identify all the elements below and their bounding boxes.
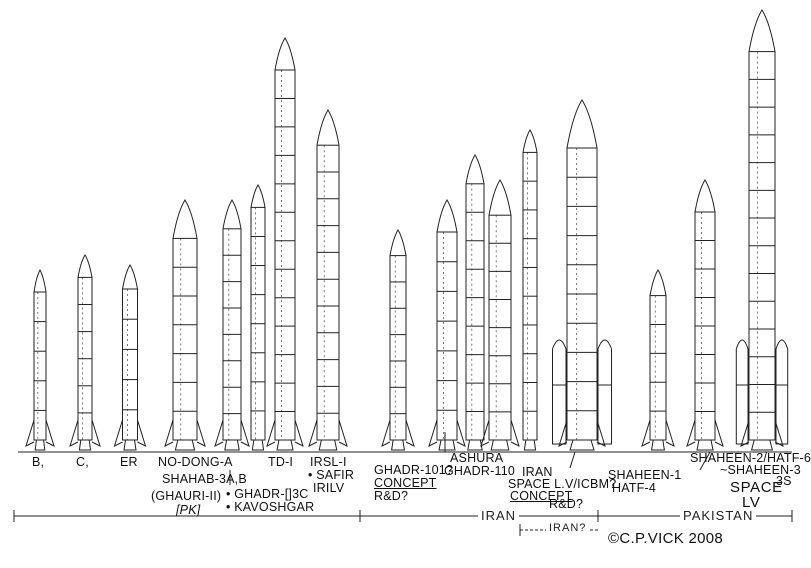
label-ghadr101: GHADR-101?	[374, 463, 454, 477]
label-ghadr-3c: • GHADR-[]3C	[226, 487, 309, 501]
label-lv: LV	[742, 494, 761, 511]
label-iran-space: IRAN	[522, 465, 553, 479]
rocket-no-dong	[164, 199, 206, 451]
rocket-shaheen2	[686, 179, 724, 451]
label-irilv: IRILV	[313, 481, 345, 495]
label-shaheen1: SHAHEEN-1	[608, 468, 682, 482]
rocket-ghadr-3c	[250, 184, 266, 451]
rocket-pakistan-space-lv	[735, 9, 789, 451]
label-irsl1: IRSL-I	[310, 455, 347, 469]
rocket-shaheen1	[641, 269, 675, 451]
copyright-note: ©C.P.VICK 2008	[608, 530, 724, 547]
region-iran: IRAN	[478, 508, 520, 523]
label-shahab: SHAHAB-3A,B	[162, 472, 247, 486]
rocket-ashura	[428, 199, 466, 451]
label-rd-1: R&D?	[374, 489, 409, 503]
label-safir: • SAFIR	[308, 468, 355, 482]
label-concept-1: CONCEPT	[374, 476, 437, 490]
label-kavoshgar: • KAVOSHGAR	[226, 500, 315, 514]
label-c: C,	[76, 455, 89, 469]
rocket-ashura-upper	[465, 154, 485, 451]
rocket-b	[25, 268, 55, 451]
label-shaheen2: SHAHEEN-2/HATF-6	[690, 451, 811, 465]
rocket-er	[113, 264, 147, 451]
rocket-ghadr110	[480, 179, 520, 451]
label-pk: [PK]	[176, 503, 201, 517]
label-hatf4: HATF-4	[612, 481, 657, 495]
label-er: ER	[120, 455, 138, 469]
label-3s: 3S	[776, 474, 792, 488]
label-ghadr110: GHADR-110	[444, 464, 516, 478]
label-no-dong: NO-DONG-A	[158, 455, 233, 469]
label-ghauri: (GHAURI-II)	[151, 489, 222, 503]
label-ashura: ASHURA	[450, 451, 504, 465]
rocket-irsl1	[308, 109, 348, 451]
label-shaheen3: ~SHAHEEN-3	[720, 463, 801, 477]
rocket-td1	[266, 37, 304, 451]
rocket-small-stage	[522, 129, 538, 451]
label-concept-2: CONCEPT	[510, 489, 573, 503]
label-space-lv: SPACE L.V/ICBM?	[508, 477, 617, 491]
label-b: B,	[32, 455, 45, 469]
region-pakistan: PAKISTAN	[680, 508, 757, 523]
rocket-iran-space-lv	[552, 99, 612, 451]
rocket-ghadr101	[381, 229, 415, 451]
rocket-shahab	[214, 199, 250, 451]
region-iran-question: IRAN?	[546, 522, 590, 534]
label-td1: TD-I	[268, 455, 294, 469]
rocket-c	[69, 254, 101, 451]
label-space: SPACE	[730, 479, 783, 496]
label-rd-2: R&D?	[549, 497, 584, 511]
